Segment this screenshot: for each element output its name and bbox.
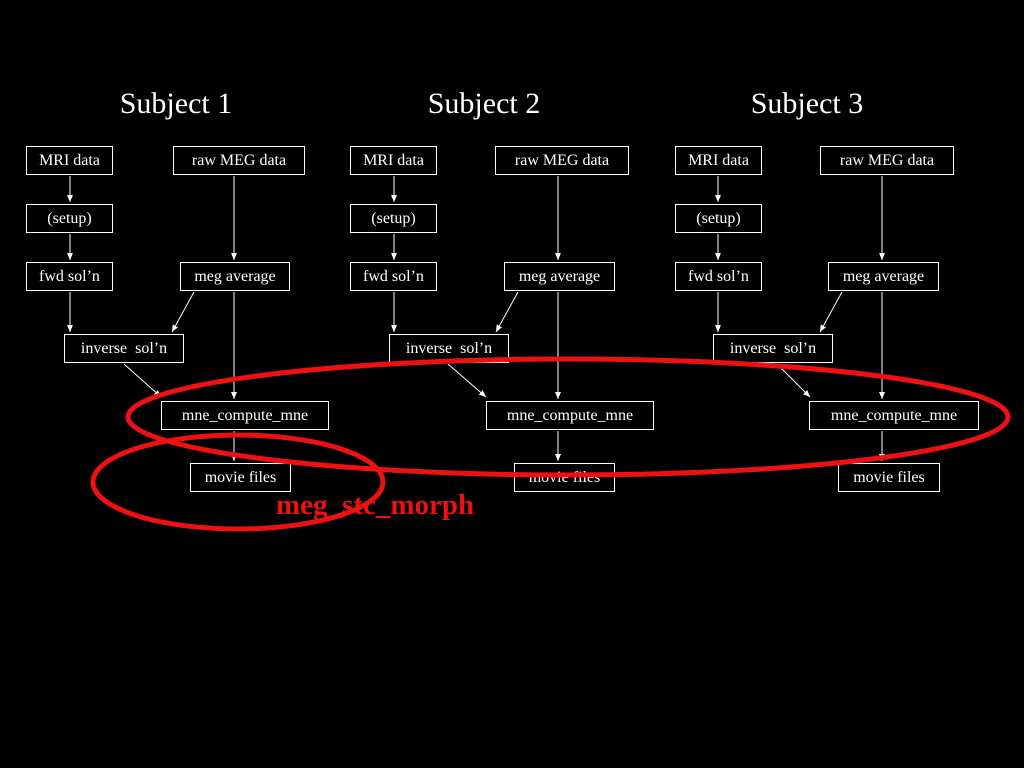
subject-3-inverse-soln-box: inverse sol’n (713, 334, 833, 363)
subject-2-setup-box: (setup) (350, 204, 437, 233)
subject-2-arrow-average-to-inverse (495, 291, 519, 333)
subject-2-arrow-inverse-to-mne (447, 363, 487, 398)
subject-2-mne-compute-mne-box: mne_compute_mne (486, 401, 654, 430)
subject-3-setup-box: (setup) (675, 204, 762, 233)
subject-1-arrow-inverse-to-mne (123, 363, 162, 398)
subject-1-mri-data-box: MRI data (26, 146, 113, 175)
subject-1-setup-box: (setup) (26, 204, 113, 233)
subject-1-arrow-average-to-inverse (171, 291, 195, 333)
subject-3-arrow-inverse-to-mne (776, 363, 811, 398)
subject-3-arrow-average-to-inverse (819, 291, 843, 333)
subject-1-title: Subject 1 (119, 87, 233, 120)
subject-3-fwd-soln-box: fwd sol’n (675, 262, 762, 291)
subject-1-raw-meg-data-box: raw MEG data (173, 146, 305, 175)
subject-3-movie-files-box: movie files (838, 463, 940, 492)
subject-3-mne-compute-mne-box: mne_compute_mne (809, 401, 979, 430)
subject-3-meg-average-box: meg average (828, 262, 939, 291)
subject-3-raw-meg-data-box: raw MEG data (820, 146, 954, 175)
subject-1-movie-files-box: movie files (190, 463, 291, 492)
highlight-ellipse-subject-1-movie (90, 432, 386, 532)
subject-3-title: Subject 3 (750, 87, 864, 120)
subject-3-mri-data-box: MRI data (675, 146, 762, 175)
subject-1-meg-average-box: meg average (180, 262, 290, 291)
subject-1-fwd-soln-box: fwd sol’n (26, 262, 113, 291)
subject-1-inverse-soln-box: inverse sol’n (64, 334, 184, 363)
subject-2-fwd-soln-box: fwd sol’n (350, 262, 437, 291)
highlight-ellipse-mne-compute-row (125, 356, 1011, 478)
subject-2-mri-data-box: MRI data (350, 146, 437, 175)
subject-1-mne-compute-mne-box: mne_compute_mne (161, 401, 329, 430)
subject-2-meg-average-box: meg average (504, 262, 615, 291)
subject-2-title: Subject 2 (427, 87, 541, 120)
subject-2-raw-meg-data-box: raw MEG data (495, 146, 629, 175)
